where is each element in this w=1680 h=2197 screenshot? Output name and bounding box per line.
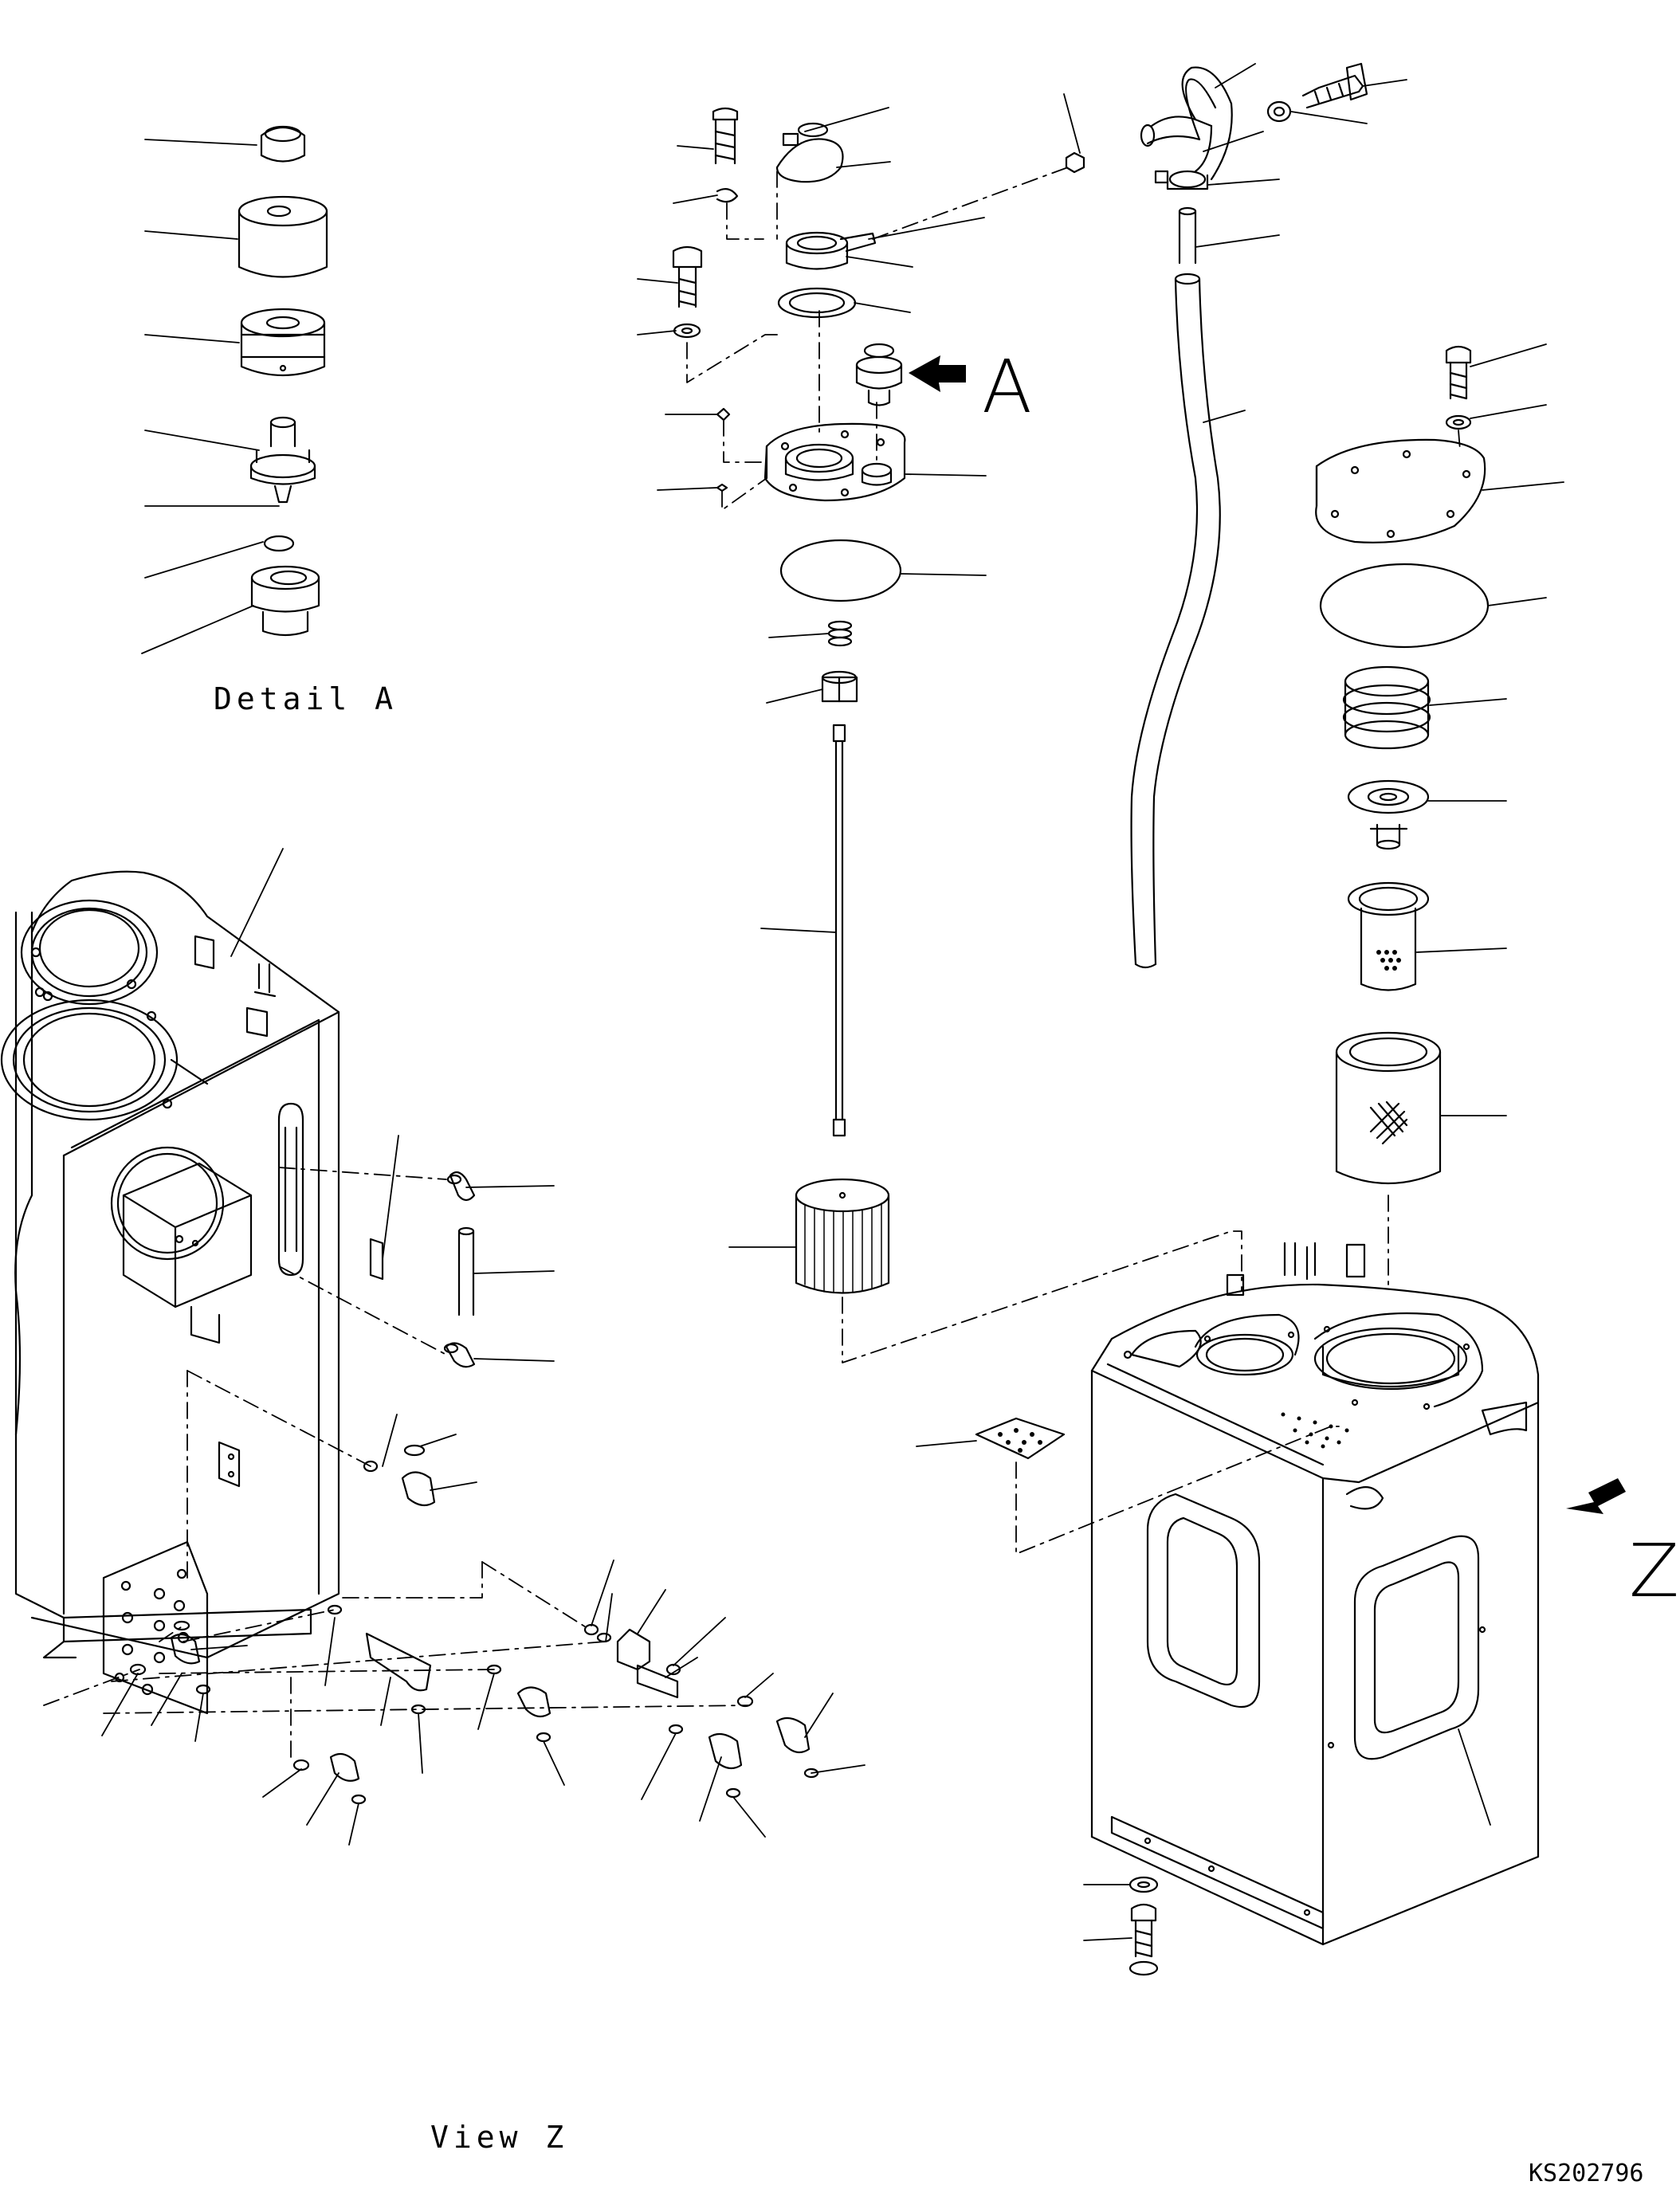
suction-strainer <box>795 1178 890 1294</box>
detail-a-o-ring <box>263 535 295 552</box>
plug-mark-1 <box>716 407 731 422</box>
filter-o-ring <box>1319 563 1490 649</box>
plug-mark-2 <box>716 483 728 492</box>
banjo-bolt <box>1301 62 1368 109</box>
view-z-leaders <box>101 848 866 1846</box>
detail-a-adapter <box>250 565 320 637</box>
return-filter-stack <box>1315 343 1564 1292</box>
detail-a-filter <box>240 308 326 377</box>
relief-valve <box>855 343 903 406</box>
elbow-pipe <box>1140 66 1233 181</box>
cover-washer <box>1445 414 1472 430</box>
hydraulic-tank-right <box>916 1242 1626 1976</box>
o-ring-large <box>779 539 902 602</box>
callout-z-label: Z <box>1629 1528 1680 1614</box>
tank-bolt <box>1129 1903 1159 1976</box>
tube-1 <box>457 1226 475 1316</box>
centre-dashed-lines <box>686 167 1242 1363</box>
callout-a-label: A <box>982 344 1032 430</box>
cover-bolt <box>1445 345 1472 400</box>
centre-top-assembly <box>637 107 1242 1363</box>
elbow-fitting-1 <box>446 1171 476 1202</box>
strainer-neck <box>785 231 877 270</box>
sealing-washer <box>1266 100 1292 123</box>
bolt-side <box>672 245 703 308</box>
detail-a-label: Detail A <box>214 681 398 716</box>
mesh-plate <box>975 1417 1066 1460</box>
strainer-basket <box>1347 881 1430 991</box>
bypass-valve <box>1347 779 1430 850</box>
view-z-label: View Z <box>430 2120 569 2155</box>
detail-a-valve <box>249 416 316 504</box>
tank-leaders <box>916 1440 1491 1941</box>
adapter-fitting-1 <box>583 1623 681 1676</box>
cover-plate <box>763 422 906 502</box>
breather-cap <box>775 122 844 183</box>
hex-coupling <box>821 670 858 703</box>
hose-leaders <box>1063 63 1407 423</box>
short-tube <box>1178 206 1197 265</box>
tank-view-z <box>0 848 866 1846</box>
hose-clamp <box>1154 170 1209 190</box>
filter-leaders <box>1415 343 1564 1116</box>
elbow-fitting-3 <box>363 1444 436 1507</box>
detail-a-cap-knob <box>260 125 306 163</box>
filter-dashed <box>1388 430 1461 1292</box>
gasket <box>777 287 857 319</box>
long-rod <box>832 724 846 1137</box>
bolt-top <box>712 107 739 165</box>
washer-left <box>673 323 701 339</box>
filter-cover <box>1315 438 1486 543</box>
drawing-code: KS202796 <box>1529 2160 1644 2187</box>
detail-a-group <box>141 125 328 654</box>
long-hose <box>1130 273 1221 969</box>
filter-element <box>1335 1031 1442 1185</box>
spring <box>827 620 853 647</box>
tank-washer <box>1129 1876 1159 1893</box>
elbow-fitting-2 <box>443 1342 476 1368</box>
detail-a-cylinder <box>237 195 328 278</box>
centre-leaders <box>637 107 987 1248</box>
hose-nut <box>1065 151 1085 174</box>
arrow-a-icon <box>909 355 966 392</box>
plate-bracket <box>369 1238 384 1281</box>
filter-spring <box>1342 665 1431 750</box>
hose-assembly <box>1063 62 1407 969</box>
arrow-z-icon <box>1566 1478 1626 1514</box>
snap-ring <box>716 187 739 203</box>
tank-top-holes <box>1281 1412 1349 1449</box>
detail-a-leaders <box>141 139 280 654</box>
tank-dashed <box>1015 1426 1340 1555</box>
